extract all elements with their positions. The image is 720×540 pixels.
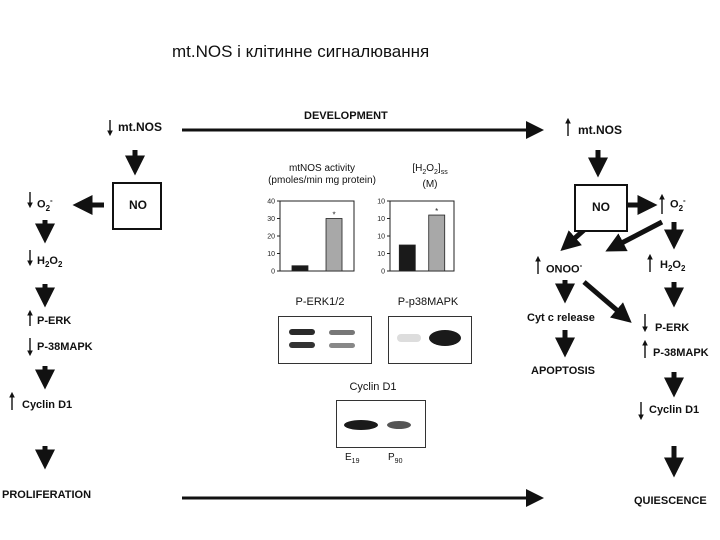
chart1-ytick-label: 30 [267, 216, 275, 223]
right-h2o2-2b: 2 [680, 264, 686, 274]
left-o2-sub: 2 [45, 203, 51, 213]
lane-e19-label: E19 [345, 452, 375, 468]
chart2-ytick-label: 10 [377, 234, 385, 241]
lane-p90-letter: P [388, 452, 395, 463]
chart2-title-line1: [H2O2]ss [398, 163, 462, 179]
chart2-title-p6: ss [440, 169, 448, 176]
right-no-label: NO [592, 200, 610, 214]
lane-e19-number: 19 [351, 458, 360, 465]
erk-band-p90-upper [329, 330, 355, 335]
right-p38-label: P-38MAPK [653, 347, 709, 359]
chart1-title-line1: mtNOS activity [288, 163, 356, 174]
chart1-frame [279, 200, 355, 272]
chart2-title-p5: ] [437, 163, 441, 174]
right-cyclin-label: Cyclin D1 [649, 404, 700, 416]
left-h2o2-o: O [49, 255, 58, 267]
cyclin-band-e19 [344, 420, 378, 430]
left-o2-sup: - [50, 196, 53, 205]
left-o2-label: O2- [37, 196, 53, 213]
right-o2-label: O2- [670, 196, 686, 213]
right-mtnos-label: mt.NOS [578, 123, 623, 137]
right-onoo-sup: - [579, 261, 583, 270]
left-mtnos-label: mt.NOS [118, 120, 163, 134]
right-h2o2-label: H2O2 [660, 259, 685, 273]
chart1-ytick-label: 10 [267, 251, 275, 258]
chart2-title-p3: O [426, 163, 434, 174]
chart2-title: [H2O2]ss (M) [398, 163, 462, 191]
left-no-box: NO [112, 182, 162, 230]
right-h2o2-o: O [672, 259, 681, 271]
blot-p38-label: P-p38MAPK [397, 296, 459, 308]
left-end-label: PROLIFERATION [2, 489, 92, 501]
blot-cyclin-bands [344, 420, 411, 430]
erk-band-e19-lower [289, 342, 315, 348]
chart2-significance-star: * [435, 207, 438, 216]
left-h2o2-2a: 2 [44, 260, 50, 270]
erk-band-p90-lower [329, 343, 355, 348]
lane-e19-letter: E [345, 452, 352, 463]
blot-erk-label: P-ERK1/2 [295, 296, 345, 308]
left-cyclin-label: Cyclin D1 [22, 399, 73, 411]
blot-erk-image [278, 316, 372, 364]
left-o2-o: O [37, 198, 46, 211]
left-perk-label: P-ERK [37, 315, 72, 327]
left-h2o2-h: H [37, 255, 45, 267]
right-o2-o: O [670, 198, 679, 211]
right-apoptosis-label: APOPTOSIS [531, 365, 595, 377]
left-p38-label: P-38MAPK [37, 341, 93, 353]
right-onoo-label: ONOO- [546, 261, 582, 276]
right-arrow-no-onoo [560, 228, 586, 251]
right-h2o2-2a: 2 [667, 264, 673, 274]
right-arrow-o2-onoo [605, 219, 664, 252]
chart1-bar-P90 [325, 218, 343, 272]
p38-band-p90 [429, 330, 461, 346]
development-label: DEVELOPMENT [304, 110, 388, 122]
blot-p38-image [388, 316, 472, 364]
right-h2o2-h: H [660, 259, 668, 271]
chart2-unit: (M) [422, 179, 438, 190]
lane-p90-label: P90 [388, 452, 418, 468]
right-end-label: QUIESCENCE [634, 495, 707, 507]
chart-mtnos-activity: 0 10 20 30 40 * [267, 199, 355, 276]
chart1-ytick-label: 20 [267, 234, 275, 241]
lane-p90-number: 90 [394, 458, 403, 465]
right-perk-label: P-ERK [655, 322, 690, 334]
chart2-title-p4: 2 [434, 169, 438, 176]
chart-h2o2-concentration: 0 10 10 10 10 * [377, 199, 455, 276]
chart2-ytick-label: 10 [377, 251, 385, 258]
right-onoo-text: ONOO [546, 263, 580, 276]
page-title: mt.NOS i клітинне сигналювання [172, 42, 430, 61]
chart2-bar-E19 [398, 244, 416, 272]
erk-band-e19-upper [289, 329, 315, 335]
chart2-ytick-label: 10 [377, 199, 385, 206]
chart2-bar-P90 [428, 214, 446, 272]
blot-cyclin-label: Cyclin D1 [349, 381, 397, 393]
right-arrow-onoo-perk [582, 280, 632, 323]
chart1-ytick-label: 40 [267, 199, 275, 206]
blot-cyclin-image [336, 400, 426, 448]
chart1-title: mtNOS activity (pmoles/min mg protein) [252, 163, 392, 187]
left-h2o2-2b: 2 [57, 260, 63, 270]
chart1-ytick-label: 0 [271, 269, 275, 276]
chart2-title-p1: [H [412, 163, 423, 174]
p38-band-e19 [397, 334, 421, 342]
chart2-ytick-label: 0 [381, 269, 385, 276]
blot-p38-bands [397, 330, 461, 346]
chart1-title-line2: (pmoles/min mg protein) [268, 175, 376, 186]
right-o2-sup: - [683, 196, 686, 205]
left-no-label: NO [129, 198, 147, 212]
right-cytc-label: Cyt c release [527, 312, 595, 324]
chart1-significance-star: * [332, 211, 335, 220]
left-h2o2-label: H2O2 [37, 255, 62, 269]
chart2-ytick-label: 10 [377, 216, 385, 223]
chart1-bar-E19 [291, 265, 309, 272]
chart2-title-p2: 2 [422, 169, 427, 176]
right-o2-sub: 2 [678, 203, 684, 213]
right-no-box: NO [574, 184, 628, 232]
blot-erk-bands [289, 329, 355, 348]
cyclin-band-p90 [387, 421, 411, 429]
